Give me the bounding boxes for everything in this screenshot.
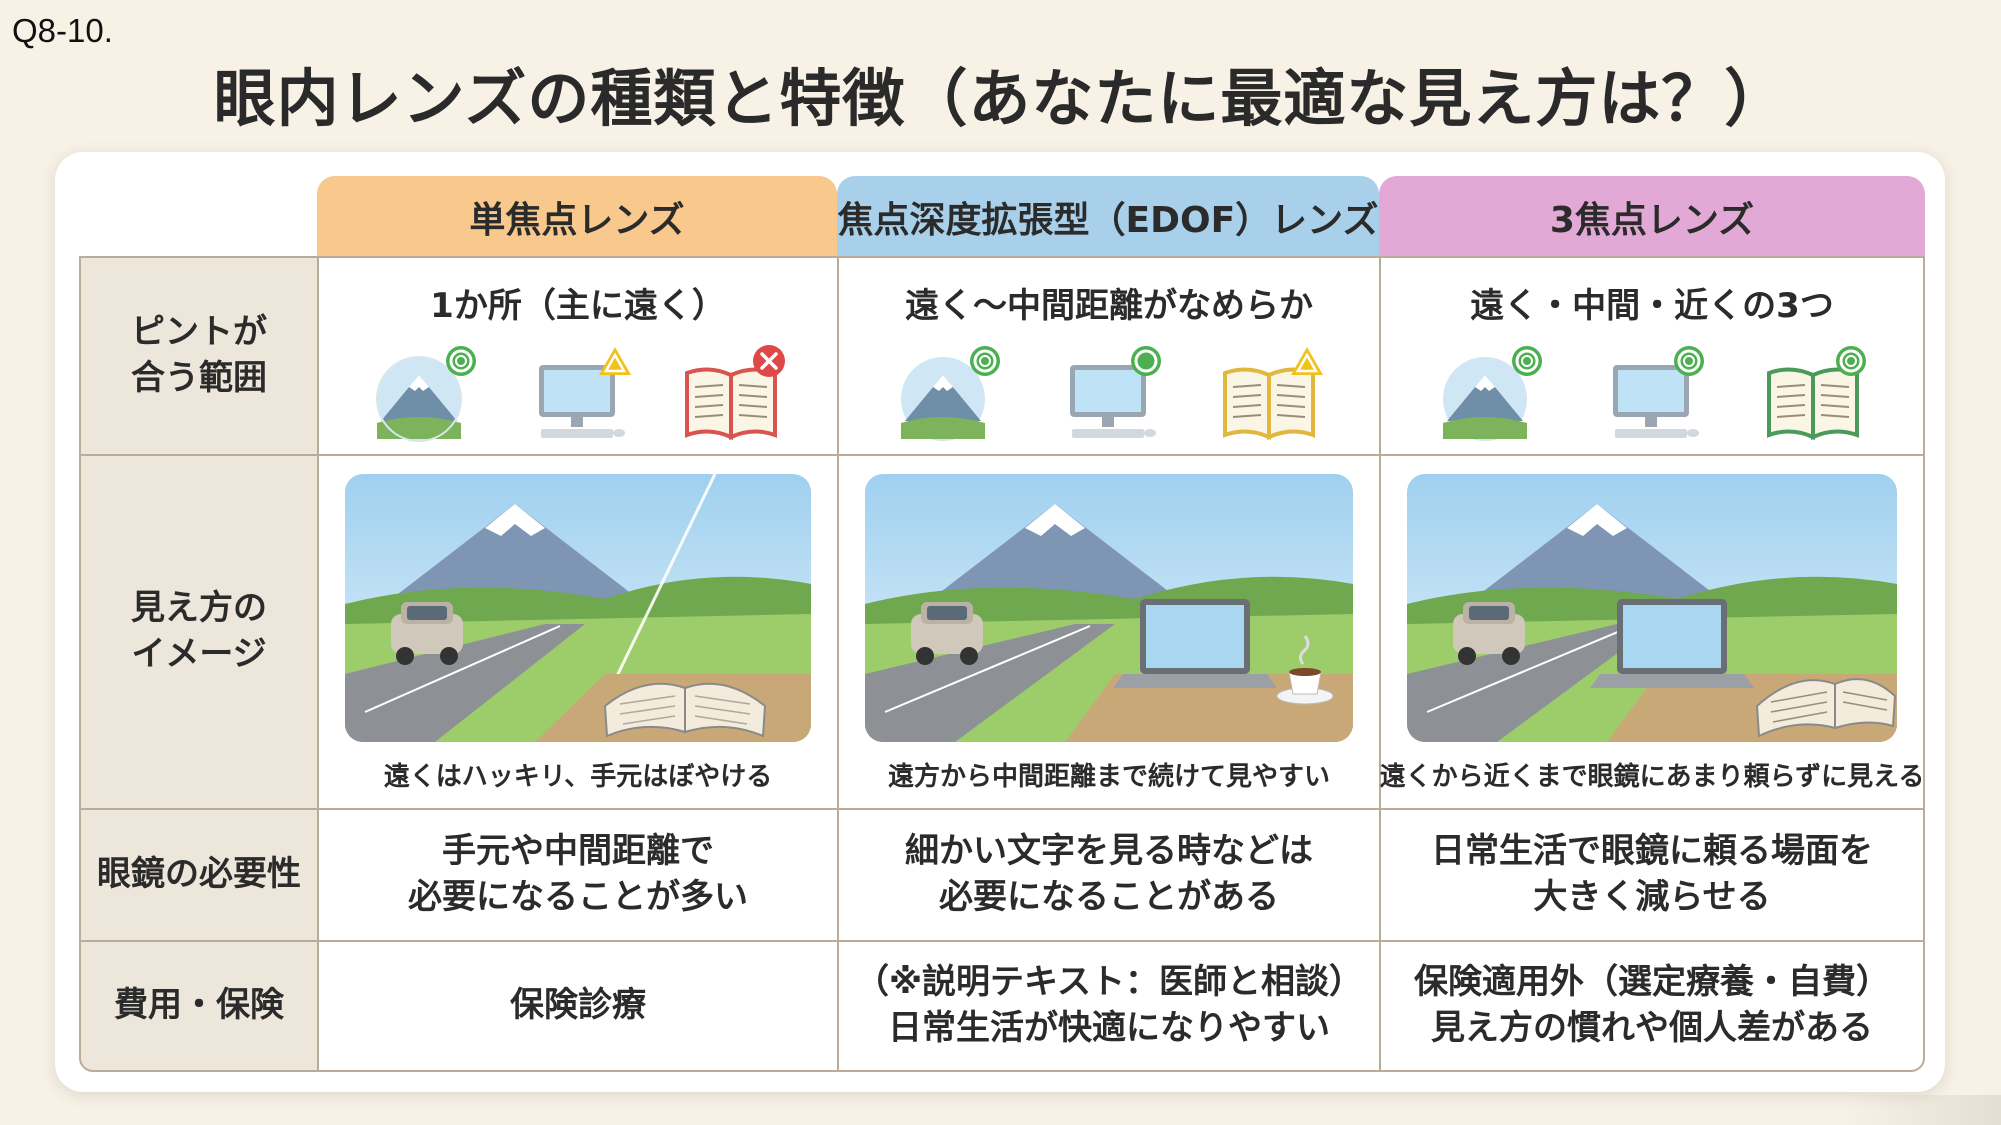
view-image-cell-trifocal: 遠くから近くまで眼鏡にあまり頼らずに見える	[1379, 454, 1925, 810]
question-number: Q8-10.	[12, 12, 113, 49]
page-title: 眼内レンズの種類と特徴（あなたに最適な見え方は？）	[213, 62, 1788, 135]
focus-range-cell-monofocal: 1か所（主に遠く）	[317, 256, 839, 456]
mountain-icon	[1435, 343, 1545, 443]
computer-icon	[1597, 343, 1707, 443]
focus-range-cell-trifocal: 遠く・中間・近くの3つ	[1379, 256, 1925, 456]
cost-cell-trifocal: 保険適用外（選定療養・自費） 見え方の慣れや個人差がある	[1379, 940, 1925, 1072]
computer-icon	[523, 343, 633, 443]
row-header-cost: 費用・保険	[79, 940, 319, 1072]
cost-text: 保険適用外（選定療養・自費） 見え方の慣れや個人差がある	[1414, 962, 1890, 1048]
view-image-cell-monofocal: 遠くはハッキリ、手元はぼやける	[317, 454, 839, 810]
mountain-icon	[369, 343, 479, 443]
book-icon	[1215, 343, 1325, 443]
view-caption: 遠くはハッキリ、手元はぼやける	[383, 762, 773, 792]
glasses-text: 手元や中間距離で 必要になることが多い	[408, 831, 748, 917]
glasses-cell-trifocal: 日常生活で眼鏡に頼る場面を 大きく減らせる	[1379, 808, 1925, 942]
cost-text: 保険診療	[510, 985, 646, 1026]
mountain-icon	[893, 343, 1003, 443]
cost-text: （※説明テキスト：医師と相談） 日常生活が快適になりやすい	[854, 962, 1364, 1048]
row-header-label: 費用・保険	[114, 985, 284, 1026]
focus-range-cell-edof: 遠く～中間距離がなめらか	[837, 256, 1381, 456]
book-icon	[1759, 343, 1869, 443]
focus-range-title: 遠く・中間・近くの3つ	[1470, 286, 1834, 326]
view-image-cell-edof: 遠方から中間距離まで続けて見やすい	[837, 454, 1381, 810]
column-header-trifocal: 3焦点レンズ	[1379, 176, 1925, 258]
focus-range-title: 遠く～中間距離がなめらか	[905, 286, 1313, 326]
scene-image-edof	[865, 474, 1353, 742]
scene-image-monofocal	[345, 474, 811, 742]
cost-cell-monofocal: 保険診療	[317, 940, 839, 1072]
open-book	[603, 682, 767, 738]
laptop	[1113, 599, 1277, 688]
scene-image-trifocal	[1407, 474, 1897, 742]
column-header-edof: 焦点深度拡張型（EDOF）レンズ	[837, 176, 1379, 258]
row-header-label: 眼鏡の必要性	[97, 854, 301, 895]
view-caption: 遠くから近くまで眼鏡にあまり頼らずに見える	[1379, 762, 1925, 792]
glasses-cell-edof: 細かい文字を見る時などは 必要になることがある	[837, 808, 1381, 942]
car	[391, 602, 463, 665]
row-header-label: 見え方の イメージ	[131, 588, 267, 674]
comparison-table-card: 単焦点レンズ 焦点深度拡張型（EDOF）レンズ 3焦点レンズ ピントが 合う範囲…	[55, 152, 1945, 1092]
book-icon	[677, 343, 787, 443]
computer-icon	[1054, 343, 1164, 443]
column-header-monofocal: 単焦点レンズ	[317, 176, 837, 258]
row-header-focus-range: ピントが 合う範囲	[79, 256, 319, 456]
glasses-text: 日常生活で眼鏡に頼る場面を 大きく減らせる	[1431, 831, 1873, 917]
column-header-label: 焦点深度拡張型（EDOF）レンズ	[837, 200, 1379, 241]
coffee-cup	[1276, 635, 1334, 705]
bottom-shadow	[1841, 1095, 2001, 1125]
view-caption: 遠方から中間距離まで続けて見やすい	[887, 762, 1330, 792]
glasses-text: 細かい文字を見る時などは 必要になることがある	[905, 831, 1313, 917]
row-header-label: ピントが 合う範囲	[131, 312, 267, 398]
column-header-label: 3焦点レンズ	[1549, 200, 1755, 241]
column-header-label: 単焦点レンズ	[469, 200, 685, 241]
row-header-view-image: 見え方の イメージ	[79, 454, 319, 810]
row-header-glasses: 眼鏡の必要性	[79, 808, 319, 942]
glasses-cell-monofocal: 手元や中間距離で 必要になることが多い	[317, 808, 839, 942]
focus-range-title: 1か所（主に遠く）	[430, 286, 726, 326]
cost-cell-edof: （※説明テキスト：医師と相談） 日常生活が快適になりやすい	[837, 940, 1381, 1072]
